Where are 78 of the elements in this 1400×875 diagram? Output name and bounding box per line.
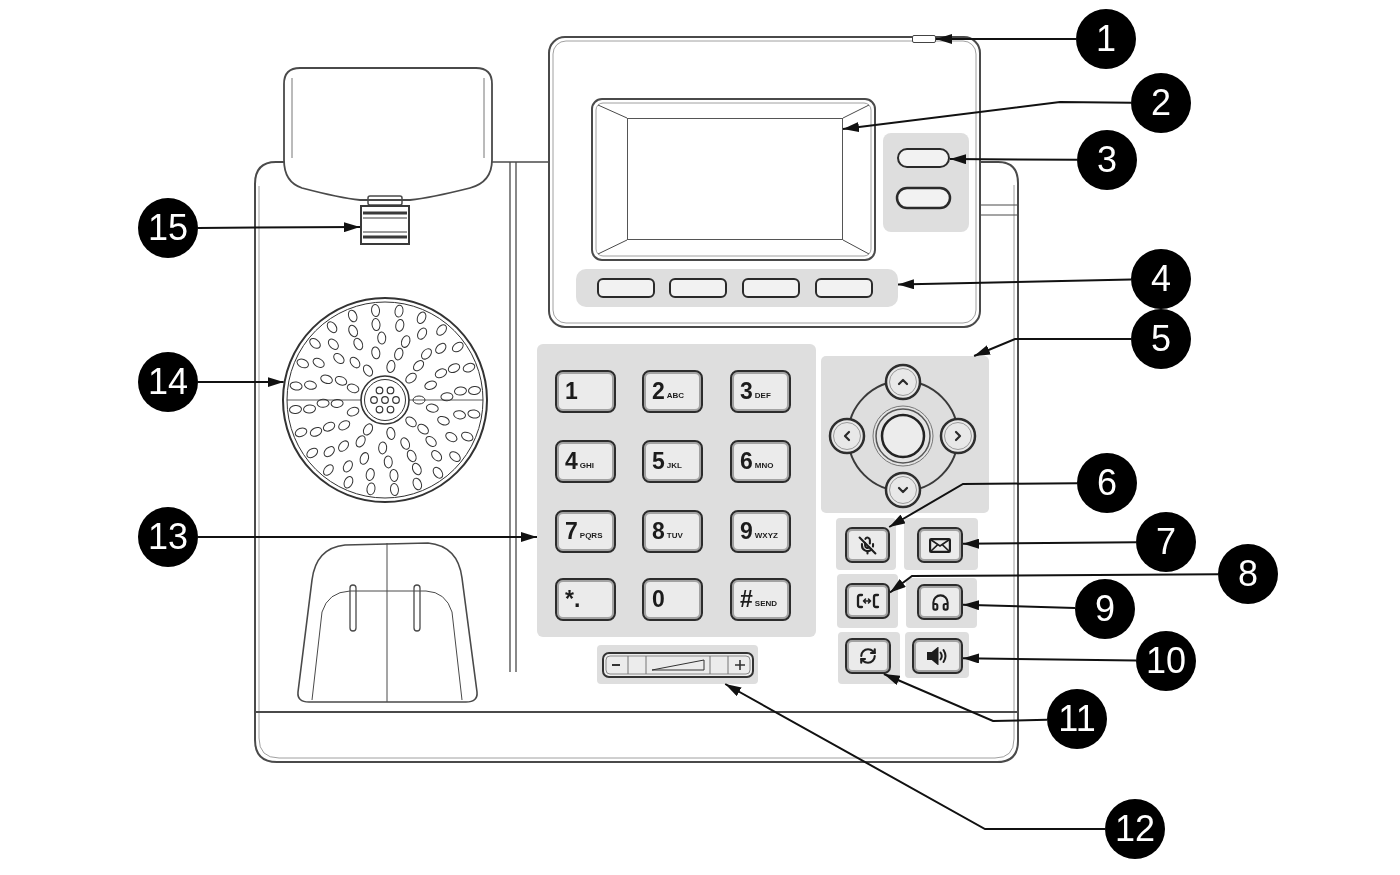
message-key <box>917 527 963 563</box>
callout-number: 12 <box>1105 799 1165 859</box>
leader-line <box>197 532 538 542</box>
leader-line <box>197 222 361 233</box>
key-digit: # <box>740 588 753 611</box>
keypad-key <box>555 370 616 413</box>
key-digit: 5 <box>652 450 665 473</box>
callout-number: 9 <box>1075 579 1135 639</box>
callout-number: 11 <box>1047 689 1107 749</box>
leader-line <box>889 573 1219 594</box>
leader-line <box>935 34 1077 44</box>
key-letters: MNO <box>754 461 774 470</box>
keypad-key <box>642 578 703 621</box>
leader-line <box>973 338 1132 357</box>
callout-number: 10 <box>1136 631 1196 691</box>
keypad-key <box>730 510 791 553</box>
callout-number: 5 <box>1131 309 1191 369</box>
key-letters: WXYZ <box>754 531 778 540</box>
lcd-screen <box>627 118 843 240</box>
key-digit: *. <box>565 588 581 611</box>
keypad-key <box>730 578 791 621</box>
callout-number: 14 <box>138 352 198 412</box>
headset-key <box>917 584 963 620</box>
keypad-key <box>642 370 703 413</box>
key-digit: 1 <box>565 380 578 403</box>
key-digit: 8 <box>652 520 665 543</box>
key-digit: 7 <box>565 520 578 543</box>
speaker-key <box>912 638 963 674</box>
keypad-key <box>642 510 703 553</box>
leader-line <box>962 653 1137 664</box>
key-letters: SEND <box>754 599 778 608</box>
navigation-panel <box>821 356 989 513</box>
callout-number: 1 <box>1076 9 1136 69</box>
key-letters: TUV <box>666 531 683 540</box>
side-key <box>897 148 950 168</box>
key-letters: DEF <box>754 391 771 400</box>
key-digit: 6 <box>740 450 753 473</box>
key-digit: 2 <box>652 380 665 403</box>
key-digit: 4 <box>565 450 578 473</box>
leader-line <box>724 683 1106 830</box>
volume-key-panel <box>597 645 758 684</box>
leader-line <box>888 482 1078 528</box>
leader-line <box>842 101 1132 132</box>
keypad-panel <box>537 344 816 637</box>
callout-number: 2 <box>1131 73 1191 133</box>
callout-number: 4 <box>1131 249 1191 309</box>
key-digit: 3 <box>740 380 753 403</box>
keypad-key <box>555 578 616 621</box>
led-indicator <box>912 35 936 43</box>
leader-line <box>949 154 1078 165</box>
redial-key <box>845 638 891 674</box>
hookswitch-tab <box>360 205 410 245</box>
key-letters: PQRS <box>579 531 603 540</box>
mute-key <box>845 527 890 563</box>
callout-number: 8 <box>1218 544 1278 604</box>
speaker-grille <box>282 297 488 503</box>
keypad-key <box>555 440 616 483</box>
key-letters: ABC <box>666 391 685 400</box>
key-digit: 0 <box>652 588 665 611</box>
keypad-key <box>730 370 791 413</box>
callout-number: 3 <box>1077 130 1137 190</box>
callout-number: 7 <box>1136 512 1196 572</box>
transfer-key <box>845 583 890 619</box>
callout-number: 15 <box>138 198 198 258</box>
callout-number: 13 <box>138 507 198 567</box>
leader-line <box>962 538 1137 549</box>
callout-number: 6 <box>1077 453 1137 513</box>
keypad-key <box>555 510 616 553</box>
keypad-key <box>642 440 703 483</box>
soft-key-panel <box>576 269 898 307</box>
leader-line <box>882 673 1048 722</box>
leader-line <box>197 377 285 387</box>
key-digit: 9 <box>740 520 753 543</box>
leader-line <box>962 600 1076 611</box>
key-letters: GHI <box>579 461 595 470</box>
keypad-key <box>730 440 791 483</box>
leader-line <box>897 278 1132 290</box>
key-letters: JKL <box>666 461 682 470</box>
